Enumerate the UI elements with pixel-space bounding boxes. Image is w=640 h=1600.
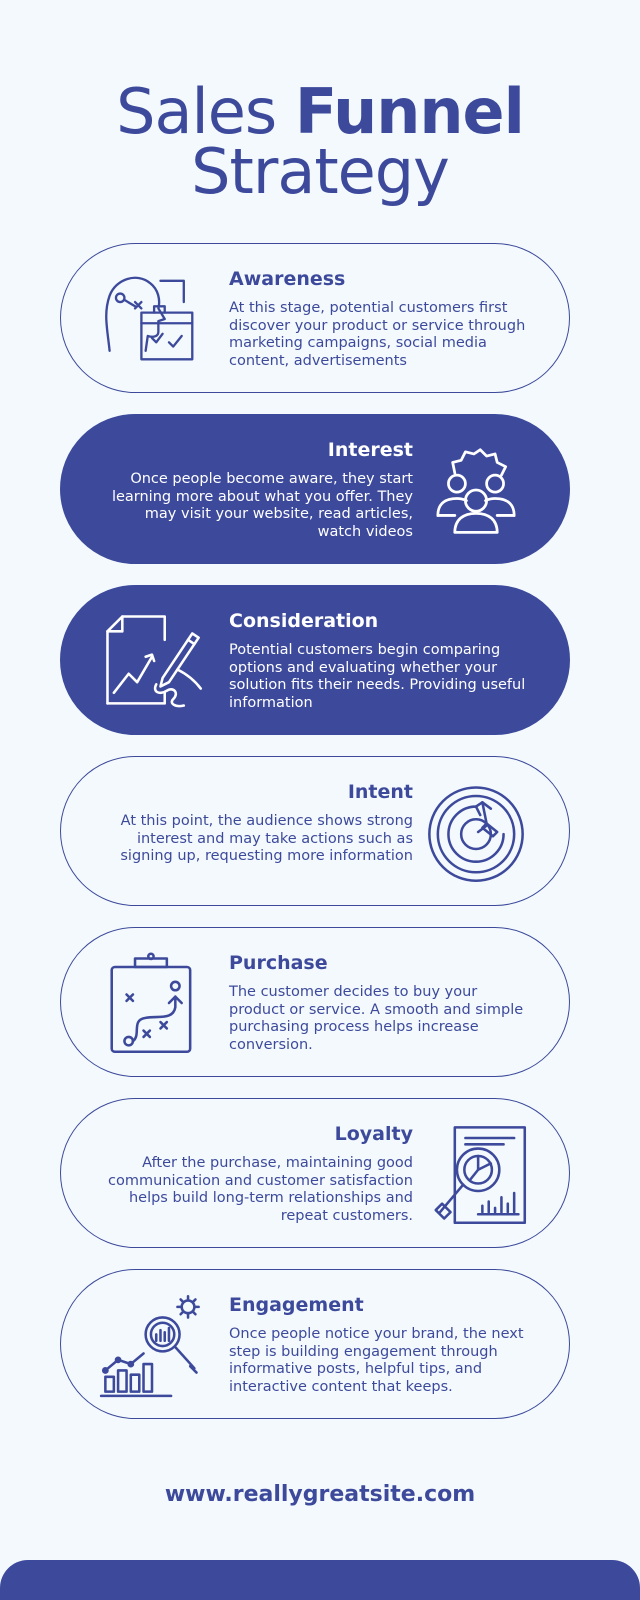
strategy-clipboard-icon [99, 950, 205, 1056]
stage-card-purchase: Purchase The customer decides to buy you… [60, 927, 570, 1077]
title-line-2: Strategy [191, 135, 450, 208]
title-light: Sales [116, 75, 295, 148]
stage-title: Consideration [229, 610, 379, 632]
stage-title: Awareness [229, 268, 346, 290]
stage-description: At this point, the audience shows strong… [120, 813, 413, 864]
stage-title: Engagement [229, 1294, 364, 1316]
website-link[interactable]: www.reallygreatsite.com [164, 1482, 476, 1507]
page-title: Sales Funnel Strategy [0, 81, 640, 208]
stage-card-loyalty: Loyalty After the purchase, maintaining … [60, 1098, 570, 1248]
report-magnifier-icon [423, 1121, 529, 1227]
stage-description: After the purchase, maintaining good com… [108, 1155, 413, 1224]
stage-card-intent: Intent At this point, the audience shows… [60, 756, 570, 906]
stage-card-interest: Interest Once people become aware, they … [60, 414, 570, 564]
title-bold: Funnel [294, 75, 525, 148]
stage-title: Interest [327, 439, 413, 461]
analytics-magnifier-gear-icon [99, 1292, 205, 1398]
team-gear-icon [423, 437, 529, 543]
stage-title: Loyalty [334, 1123, 413, 1145]
stage-card-awareness: Awareness At this stage, potential custo… [60, 243, 570, 393]
stage-card-consideration: Consideration Potential customers begin … [60, 585, 570, 735]
stage-description: The customer decides to buy your product… [229, 984, 524, 1053]
document-writing-chart-icon [99, 608, 205, 714]
footer-bar [0, 1560, 640, 1600]
stage-card-engagement: Engagement Once people notice your brand… [60, 1269, 570, 1419]
target-dart-icon [423, 779, 529, 885]
stage-description: Potential customers begin comparing opti… [229, 642, 526, 711]
title-line-1: Sales Funnel [0, 81, 640, 143]
stage-title: Purchase [229, 952, 328, 974]
stage-description: Once people become aware, they start lea… [111, 471, 413, 540]
thinking-head-checklist-icon [99, 266, 205, 372]
stage-title: Intent [347, 781, 413, 803]
stage-description: Once people notice your brand, the next … [229, 1326, 524, 1395]
stage-description: At this stage, potential customers first… [229, 300, 526, 369]
